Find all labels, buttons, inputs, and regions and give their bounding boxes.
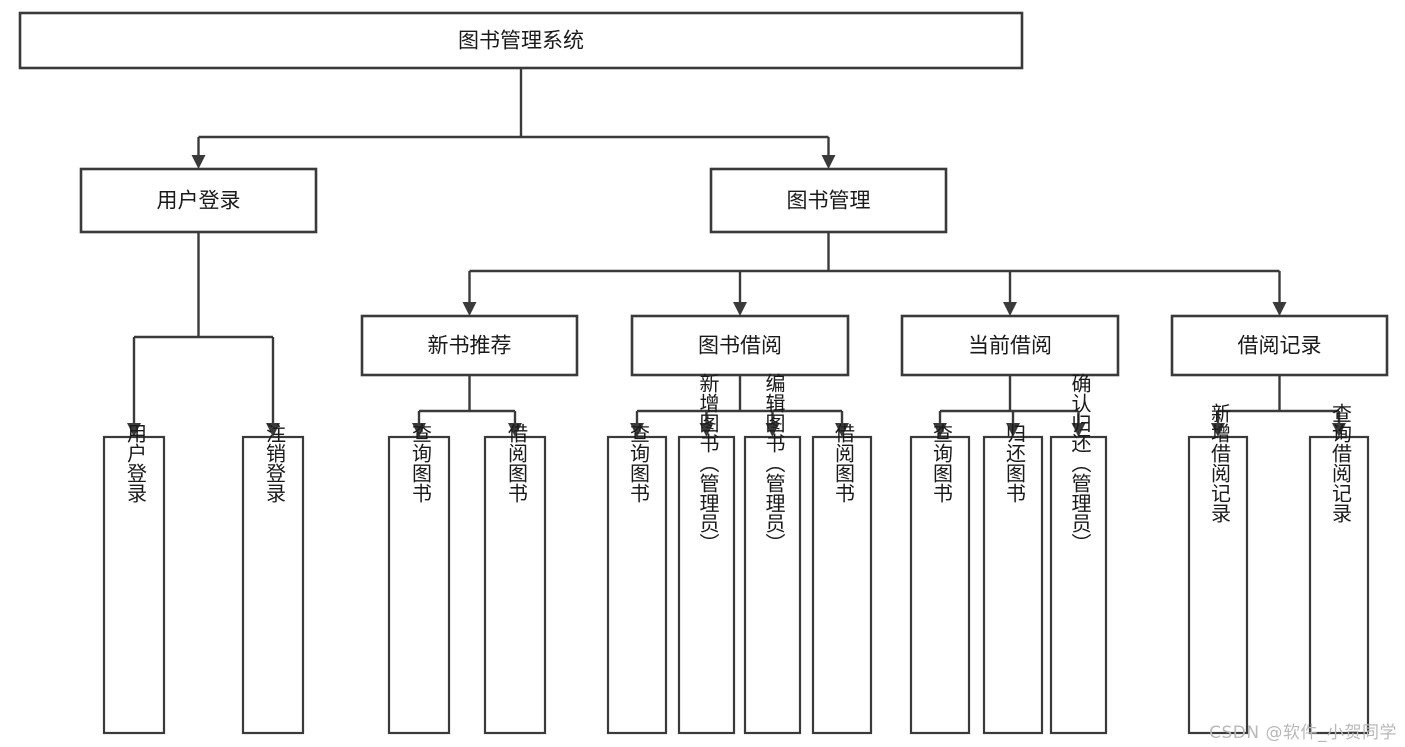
node-rect [79,167,318,234]
node-leaf-确认归还（管理员）[interactable]: 确认归还（管理员） [1049,373,1108,735]
arrow-head-icon [765,423,780,437]
arrow-head-icon [1003,302,1017,316]
arrow-head-icon [1272,302,1287,316]
node-label: 借阅记录 [1238,334,1322,358]
node-leaf-新增借阅记录[interactable]: 新增借阅记录 [1187,403,1249,735]
arrow-head-icon [1071,423,1086,437]
node-layer: 图书管理系统用户登录图书管理新书推荐图书借阅当前借阅借阅记录用户登录注销登录查询… [18,11,1389,735]
node-rect [18,11,1024,70]
node-leaf-归还图书[interactable]: 归还图书 [982,423,1044,735]
node-level3-新书推荐[interactable]: 新书推荐 [360,314,579,377]
arrow-head-icon [630,423,644,437]
node-rect [982,435,1044,735]
arrow-head-icon [821,155,836,169]
node-rect [360,314,579,377]
node-root-图书管理系统[interactable]: 图书管理系统 [18,11,1024,70]
node-level2-用户登录[interactable]: 用户登录 [79,167,318,234]
node-label: 新书推荐 [428,334,512,358]
node-rect [709,167,948,234]
node-rect [241,435,305,735]
node-level3-借阅记录[interactable]: 借阅记录 [1170,314,1389,377]
node-label: 归还图书 [1003,423,1027,503]
node-label: 用户登录 [157,189,241,213]
node-label: 当前借阅 [968,334,1052,358]
node-leaf-用户登录[interactable]: 用户登录 [102,423,166,735]
node-leaf-编辑图书（管理员）[interactable]: 编辑图书（管理员） [743,373,802,735]
node-label: 查询图书 [627,423,651,503]
node-level3-当前借阅[interactable]: 当前借阅 [900,314,1120,377]
connector-layer [127,68,1346,437]
arrow-head-icon [933,423,947,437]
arrow-head-icon [127,423,141,437]
node-label: 用户登录 [124,423,148,503]
arrow-head-icon [508,423,522,437]
node-rect [483,435,547,735]
node-leaf-查询图书[interactable]: 查询图书 [909,423,971,735]
arrow-head-icon [1006,423,1020,437]
node-leaf-查询借阅记录[interactable]: 查询借阅记录 [1308,403,1370,735]
node-level3-图书借阅[interactable]: 图书借阅 [630,314,850,377]
node-rect [1187,435,1249,735]
node-label: 查询图书 [409,423,433,503]
node-rect [1170,314,1389,377]
arrow-head-icon [266,423,280,437]
arrow-head-icon [1211,423,1225,437]
node-label: 编辑图书（管理员） [762,373,786,553]
node-leaf-借阅图书[interactable]: 借阅图书 [811,423,873,735]
node-label: 新增借阅记录 [1208,403,1232,523]
arrow-head-icon [462,302,477,316]
node-leaf-注销登录[interactable]: 注销登录 [241,423,305,735]
arrow-head-icon [733,302,747,316]
node-rect [1308,435,1370,735]
node-label: 新增图书（管理员） [696,373,720,553]
arrow-head-icon [412,423,426,437]
node-rect [743,435,802,735]
node-leaf-查询图书[interactable]: 查询图书 [387,423,451,735]
node-rect [1049,435,1108,735]
arrow-head-icon [1332,423,1346,437]
node-label: 借阅图书 [505,423,529,503]
node-level2-图书管理[interactable]: 图书管理 [709,167,948,234]
node-rect [900,314,1120,377]
node-leaf-新增图书（管理员）[interactable]: 新增图书（管理员） [677,373,736,735]
node-label: 图书管理 [787,189,871,213]
node-label: 查询借阅记录 [1329,403,1353,523]
node-label: 借阅图书 [832,423,856,503]
node-label: 图书管理系统 [458,29,584,53]
node-rect [630,314,850,377]
node-rect [677,435,736,735]
node-leaf-查询图书[interactable]: 查询图书 [606,423,668,735]
node-rect [102,435,166,735]
node-rect [811,435,873,735]
node-label: 确认归还（管理员） [1068,373,1092,553]
node-leaf-借阅图书[interactable]: 借阅图书 [483,423,547,735]
arrow-head-icon [835,423,849,437]
node-rect [606,435,668,735]
node-label: 查询图书 [930,423,954,503]
node-label: 图书借阅 [698,334,782,358]
arrow-head-icon [191,155,206,169]
node-rect [909,435,971,735]
node-label: 注销登录 [263,423,287,503]
node-rect [387,435,451,735]
arrow-head-icon [699,423,714,437]
